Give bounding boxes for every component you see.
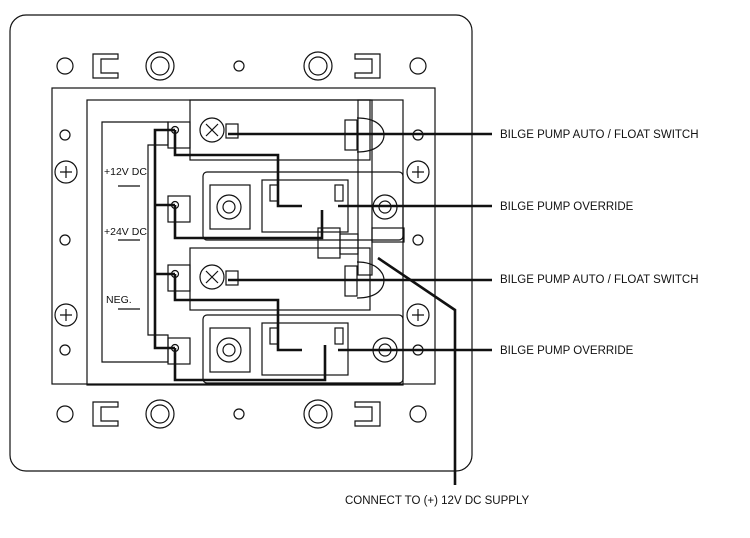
callout-override-1: BILGE PUMP OVERRIDE (500, 201, 634, 213)
wire-link-24v (173, 205, 324, 240)
upper-switch-assembly (189, 99, 405, 276)
lower-switch-assembly (189, 247, 404, 384)
bottom-mount-holes (56, 399, 427, 429)
callout-auto-float-1: BILGE PUMP AUTO / FLOAT SWITCH (500, 129, 699, 141)
bus-wire (153, 128, 175, 350)
panel-inner-frame (51, 87, 436, 385)
top-mount-holes (56, 51, 427, 81)
wire-override-2 (173, 274, 302, 352)
wire-override-1 (173, 130, 302, 208)
terminal-block (101, 121, 169, 363)
terminal-label-plus24: +24V DC (104, 226, 147, 238)
side-holes (59, 129, 424, 356)
callout-override-2: BILGE PUMP OVERRIDE (500, 345, 634, 357)
wire-neg-loop (173, 345, 327, 382)
panel-faceplate (9, 14, 473, 472)
terminal-lugs (167, 121, 191, 365)
callout-auto-float-2: BILGE PUMP AUTO / FLOAT SWITCH (500, 274, 699, 286)
switch-housing (86, 99, 404, 386)
terminal-label-plus12: +12V DC (104, 166, 147, 178)
callout-supply: CONNECT TO (+) 12V DC SUPPLY (345, 495, 530, 507)
wire-supply (377, 256, 457, 485)
terminal-ticks (118, 185, 140, 310)
side-screws (54, 160, 430, 327)
terminal-label-neg: NEG. (106, 294, 132, 306)
